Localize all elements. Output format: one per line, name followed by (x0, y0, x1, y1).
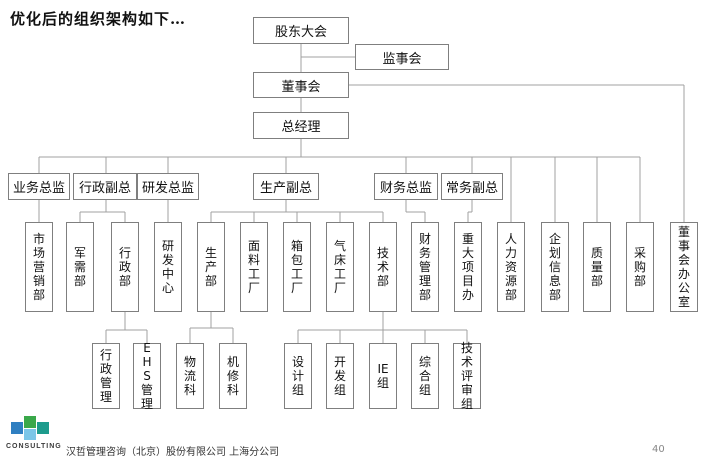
node-dept-procurement: 采购部 (626, 222, 654, 312)
node-sub-development: 开发组 (326, 343, 354, 409)
node-sub-general: 综合组 (411, 343, 439, 409)
node-board: 董事会 (253, 72, 349, 98)
page-number: 40 (652, 444, 665, 455)
node-dept-planning-info: 企划信息部 (541, 222, 569, 312)
node-dept-military: 军需部 (66, 222, 94, 312)
node-director-sales: 业务总监 (8, 173, 70, 200)
node-dept-production: 生产部 (197, 222, 225, 312)
node-dept-quality: 质量部 (583, 222, 611, 312)
node-dept-hr: 人力资源部 (497, 222, 525, 312)
node-director-ops: 常务副总 (441, 173, 503, 200)
node-sub-ehs-mgmt: EHS管理 (133, 341, 161, 411)
node-shareholders: 股东大会 (253, 17, 349, 44)
node-sub-maintenance: 机修科 (219, 343, 247, 409)
node-dept-rd-center: 研发中心 (154, 222, 182, 312)
node-director-admin: 行政副总 (73, 173, 137, 200)
node-director-rd: 研发总监 (137, 173, 199, 200)
node-director-production: 生产副总 (253, 173, 319, 200)
node-gm: 总经理 (253, 112, 349, 139)
node-dept-administration: 行政部 (111, 222, 139, 312)
slide-title: 优化后的组织架构如下… (10, 10, 187, 28)
node-dept-board-office: 董事会办公室 (670, 222, 698, 312)
consulting-logo-icon (11, 416, 49, 440)
node-sub-tech-review: 技术评审组 (453, 341, 481, 411)
node-dept-marketing: 市场营销部 (25, 222, 53, 312)
node-dept-tech: 技术部 (369, 222, 397, 312)
node-director-finance: 财务总监 (374, 173, 438, 200)
logo-wordmark: CONSULTING (6, 443, 62, 450)
node-dept-aircushion-plant: 气床工厂 (326, 222, 354, 312)
node-dept-bag-plant: 箱包工厂 (283, 222, 311, 312)
node-supervisors: 监事会 (355, 44, 449, 70)
node-sub-logistics: 物流科 (176, 343, 204, 409)
node-dept-major-projects: 重大项目办 (454, 222, 482, 312)
node-sub-admin-mgmt: 行政管理 (92, 343, 120, 409)
node-sub-ie: IE组 (369, 343, 397, 409)
node-sub-design: 设计组 (284, 343, 312, 409)
node-dept-surface-plant: 面料工厂 (240, 222, 268, 312)
node-dept-finance-mgmt: 财务管理部 (411, 222, 439, 312)
footer-company: 汉哲管理咨询（北京）股份有限公司 上海分公司 (66, 447, 280, 458)
